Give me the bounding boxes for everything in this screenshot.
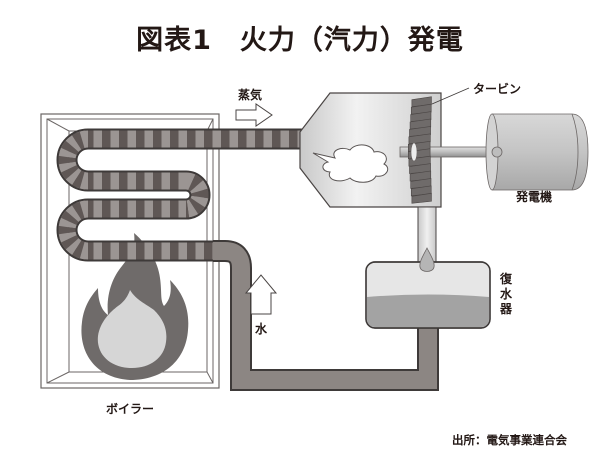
steam-coil-pipe: [56, 128, 310, 262]
water-return-pipe: [213, 240, 439, 391]
water-label: 水: [255, 322, 268, 336]
source-credit: 出所：電気事業連合会: [452, 433, 567, 447]
boiler-label: ボイラー: [106, 402, 155, 416]
steam-arrow-icon: [235, 103, 273, 127]
water-drop-icon: [419, 247, 435, 272]
steam-label: 蒸気: [238, 88, 263, 102]
generator: [485, 113, 589, 191]
condenser-label-char: 器: [499, 302, 512, 316]
turbine-leader-line: [431, 87, 470, 105]
turbine-hub: [410, 142, 418, 162]
flame-icon: [81, 233, 189, 380]
condenser-label-char: 復: [499, 272, 512, 286]
turbine-casing: [299, 92, 442, 208]
condenser-label-char: 水: [499, 287, 512, 301]
turbine-blade: [411, 192, 432, 204]
condenser: [365, 247, 491, 329]
turbine-label: タービン: [473, 82, 522, 96]
steam-cloud-icon: [312, 144, 389, 183]
diagram-title: 図表1 火力（汽力）発電: [136, 25, 464, 56]
condenser-label: 復 水 器: [499, 272, 513, 317]
generator-label: 発電機: [516, 190, 553, 204]
water-arrow-icon: [244, 274, 278, 315]
turbine-blades-icon: [407, 96, 432, 204]
